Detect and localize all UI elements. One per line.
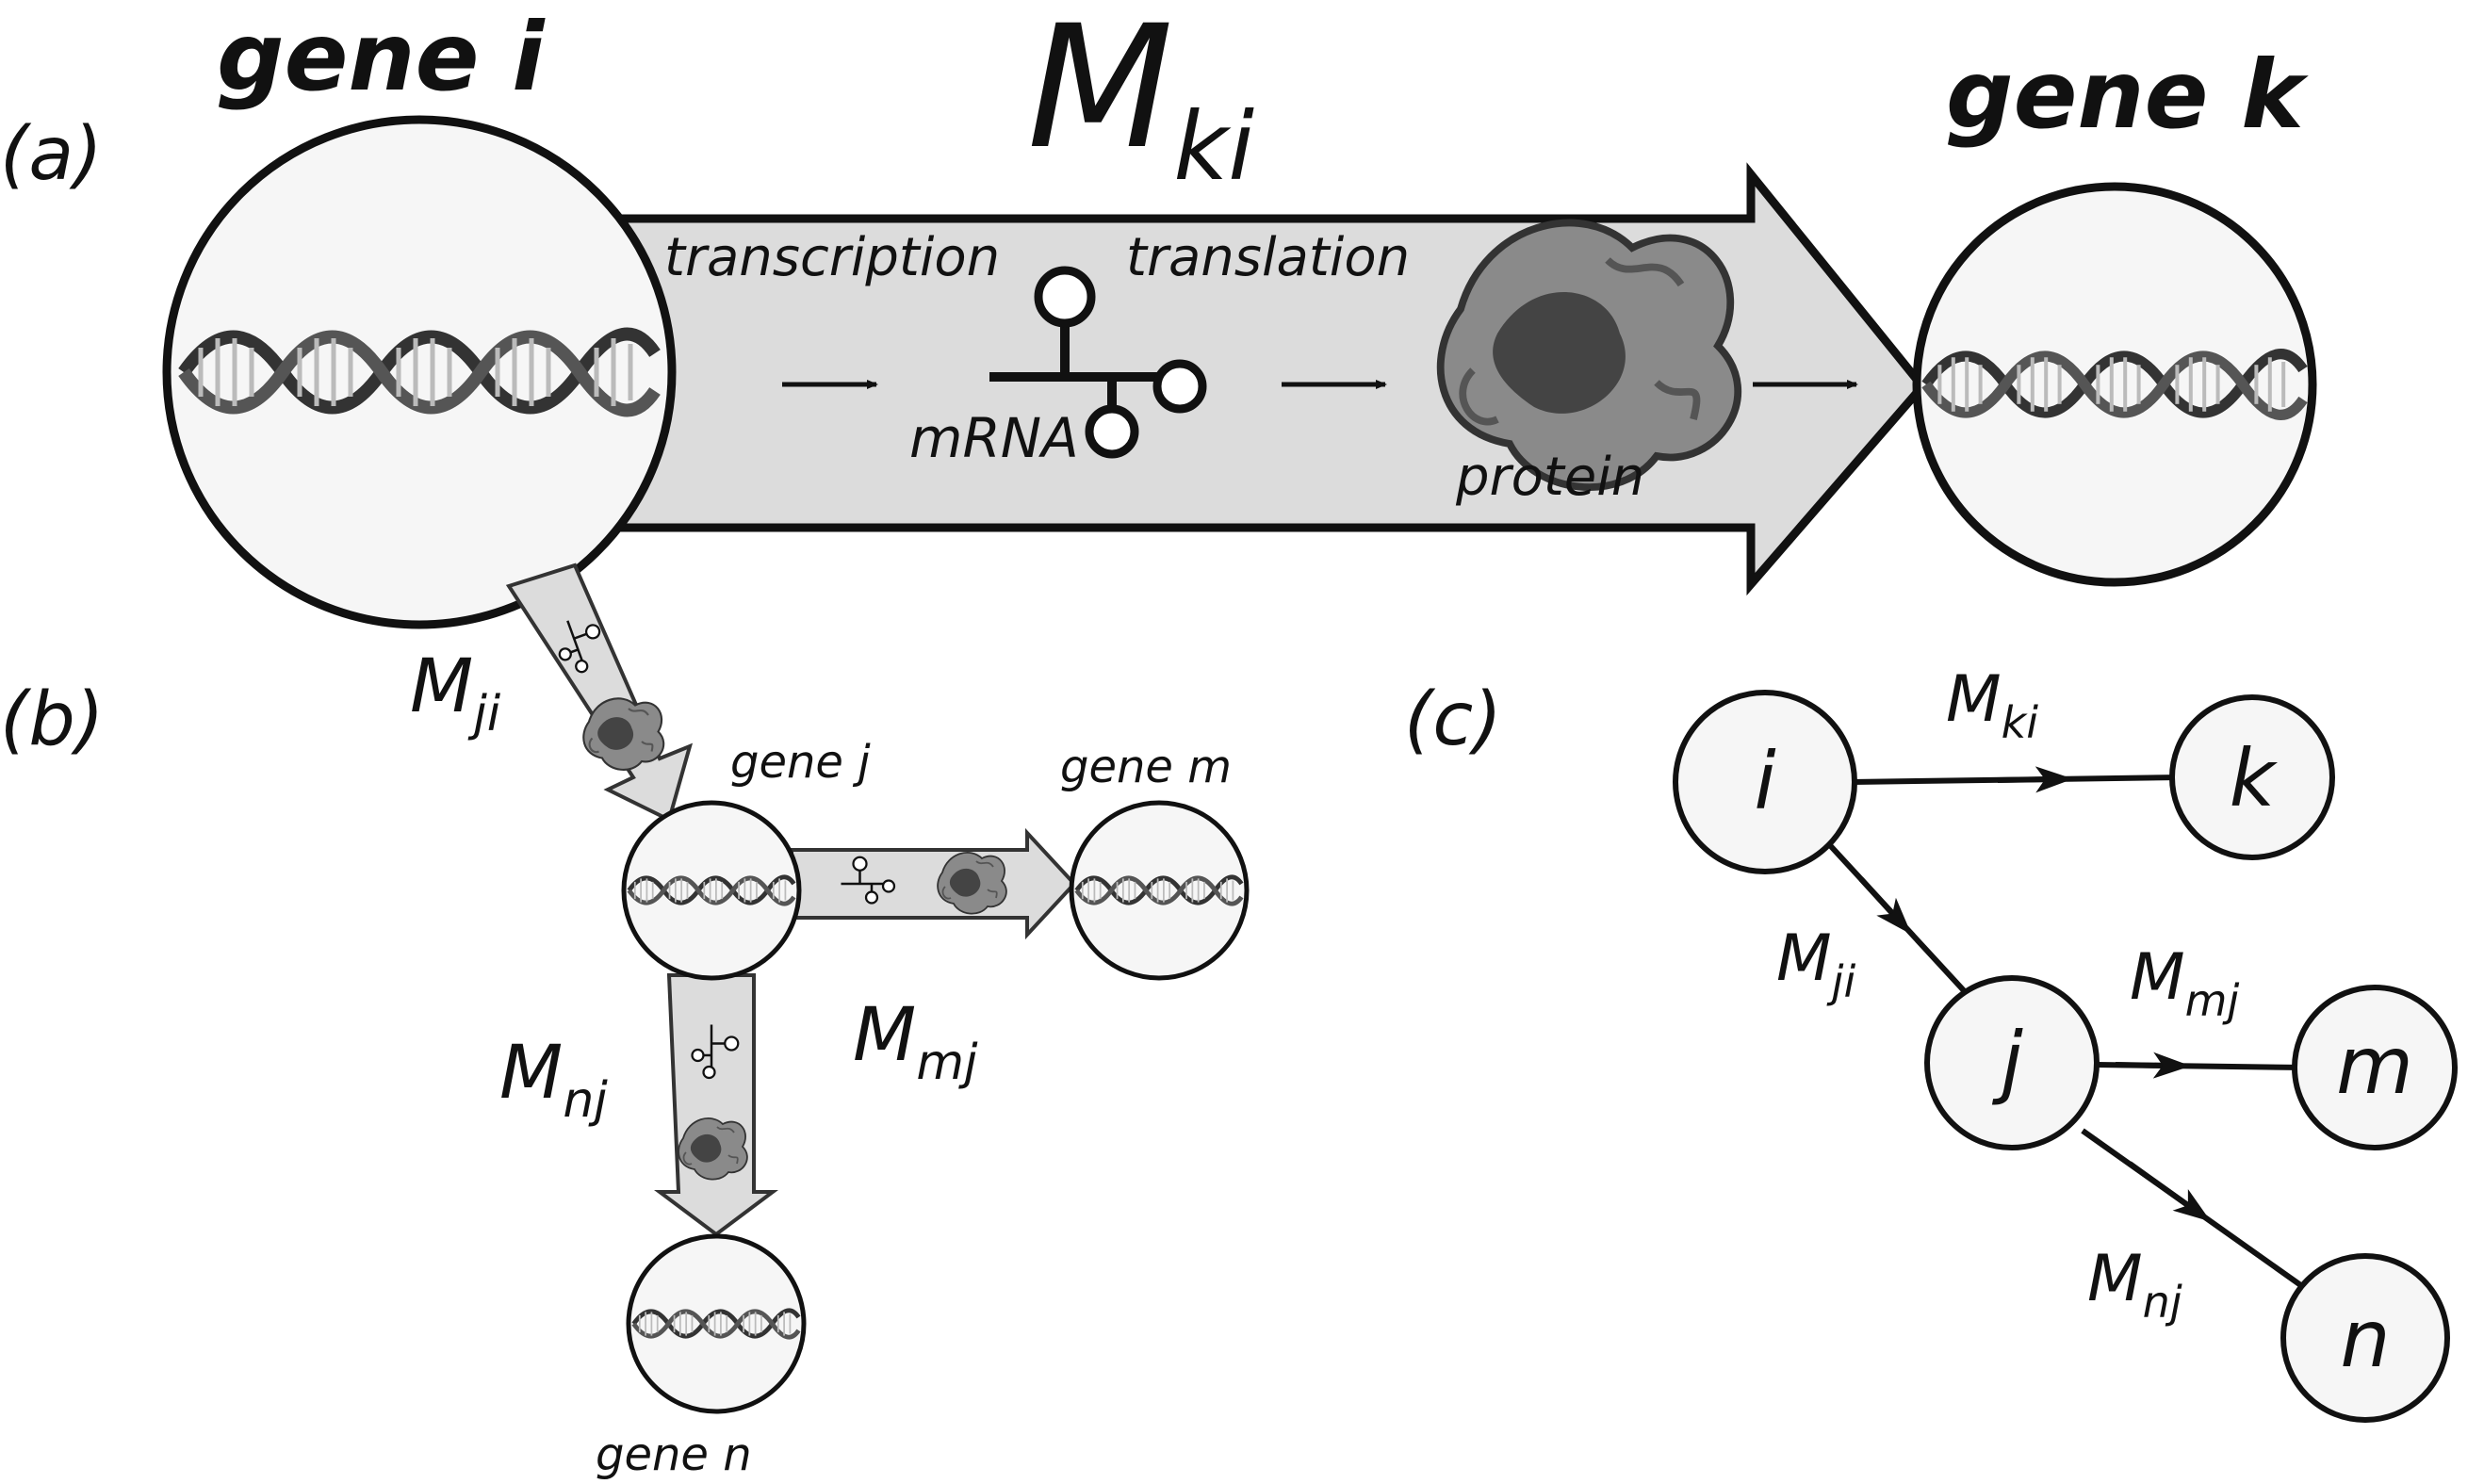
gene-m-circle (1069, 800, 1250, 981)
gene-i-title: gene i (217, 2, 546, 112)
arrow-mj (790, 827, 1077, 940)
panel-b-label: (b) (0, 677, 104, 762)
edge-i-j-head (1858, 876, 1912, 935)
edge-c-mj-label: Mmj (2130, 940, 2239, 1026)
arrow-ji (505, 563, 694, 823)
gene-k-circle (1912, 182, 2317, 587)
node-n-label: n (2340, 1293, 2390, 1385)
node-i-label: i (1754, 735, 1775, 827)
panel-a: (a) gene i gene k Mki transcription tran… (0, 0, 2317, 629)
arrow-ji-protein-icon (582, 697, 665, 771)
node-k-label: k (2230, 732, 2279, 824)
edge-mj-label: Mmj (853, 993, 978, 1091)
node-m-label: m (2336, 1019, 2413, 1112)
edge-c-ki-label: Mki (1946, 662, 2038, 748)
edge-j-n-head (2128, 1161, 2212, 1222)
panel-a-label: (a) (0, 112, 103, 197)
node-i: i (1673, 690, 1857, 874)
gene-i-circle (162, 115, 677, 629)
arrow-nj (654, 973, 778, 1237)
edge-j-m-head (2115, 1052, 2191, 1079)
gene-n-label: gene n (596, 1428, 752, 1481)
panel-c-label: (c) (1404, 677, 1502, 762)
edge-ji-label: Mji (410, 644, 501, 742)
big-arrow-label: Mki (1027, 0, 1254, 202)
gene-j-circle (621, 800, 802, 981)
node-k: k (2169, 694, 2335, 860)
node-m: m (2292, 985, 2458, 1150)
gene-m-label: gene m (1060, 741, 1232, 793)
panel-b: (b) Mji Mmj Mnj gene j gene m (0, 563, 1250, 1481)
edge-i-k-head (1997, 766, 2073, 793)
node-j: j (1924, 975, 2100, 1150)
gene-k-title: gene k (1946, 40, 2309, 150)
edge-c-nj-label: Mnj (2087, 1242, 2182, 1328)
transcription-label: transcription (664, 227, 1000, 288)
edge-nj-label: Mnj (499, 1031, 608, 1129)
node-n: n (2280, 1253, 2450, 1423)
translation-label: translation (1126, 227, 1410, 288)
edge-c-ji-label: Mji (1776, 921, 1855, 1007)
gene-n-circle (626, 1233, 807, 1414)
mrna-label: mRNA (909, 406, 1079, 470)
gene-j-label: gene j (730, 736, 871, 789)
protein-label: protein (1455, 447, 1644, 508)
panel-c: (c) Mki Mji Mmj Mnj i k (1404, 662, 2458, 1423)
